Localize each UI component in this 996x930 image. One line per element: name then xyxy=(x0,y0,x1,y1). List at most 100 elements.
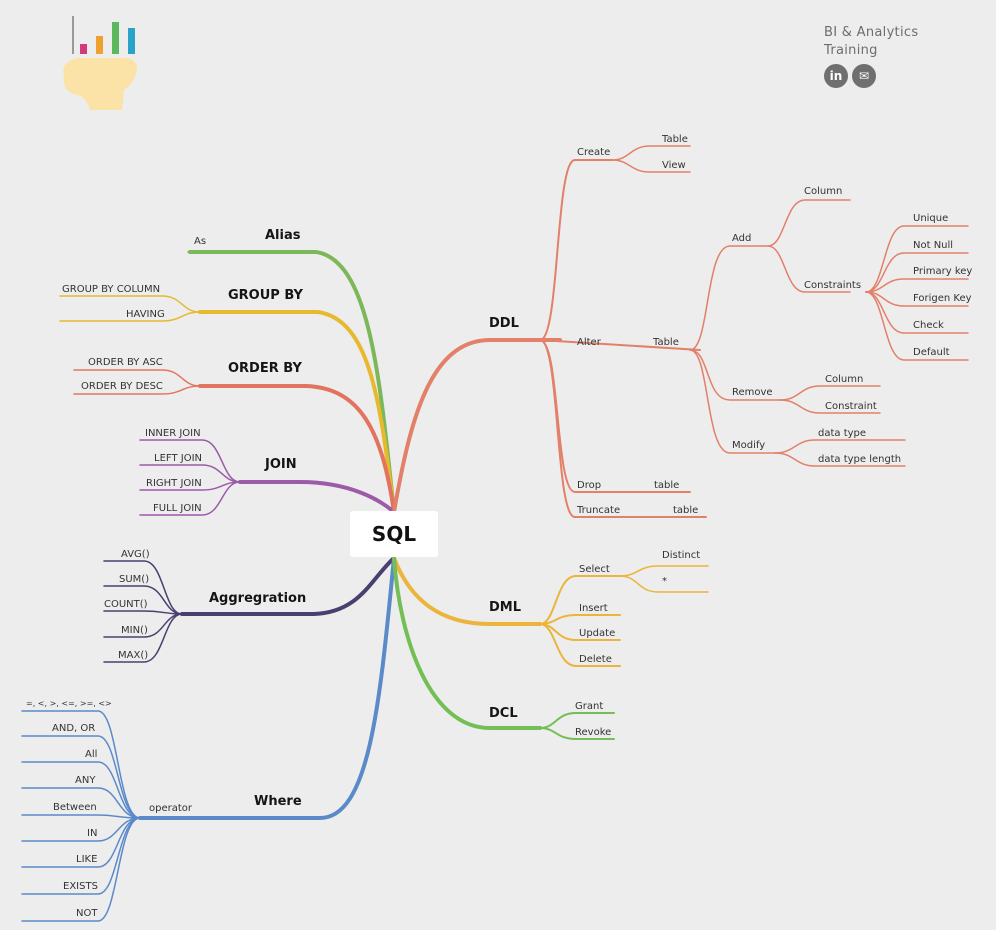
edge-join-leaf-3 xyxy=(139,481,241,516)
order-by-leaf-asc: ORDER BY ASC xyxy=(88,357,163,368)
logo-bar-4 xyxy=(128,28,135,54)
where-leaf-and-or: AND, OR xyxy=(52,723,95,734)
logo-axis xyxy=(72,16,74,54)
ddl-add-column: Column xyxy=(804,186,842,197)
constraint-unique: Unique xyxy=(913,213,948,224)
edge-group-by xyxy=(198,310,396,514)
where-leaf-between: Between xyxy=(53,802,97,813)
center-node-label: SQL xyxy=(371,522,417,546)
group-by-leaf-having: HAVING xyxy=(126,309,165,320)
constraint-not-null: Not Null xyxy=(913,240,953,251)
ddl-create-table: Table xyxy=(661,134,688,145)
ddl-modify-label: Modify xyxy=(732,440,765,451)
edge-where-leaf-3 xyxy=(21,787,141,819)
edge-dcl-item-1 xyxy=(539,727,615,740)
edge-order-by xyxy=(198,384,396,514)
where-leaf-exists: EXISTS xyxy=(63,881,98,892)
edge-ddl-create-leaf-1 xyxy=(611,159,691,173)
edge-ddl-alter xyxy=(539,339,701,351)
branch-dcl-label: DCL xyxy=(489,706,518,721)
where-leaf-like: LIKE xyxy=(76,854,97,865)
edge-ddl-create-leaf-0 xyxy=(611,145,691,161)
dml-select-star: * xyxy=(662,576,667,587)
branch-order-by-label: ORDER BY xyxy=(228,361,302,376)
order-by-leaf-desc: ORDER BY DESC xyxy=(81,381,163,392)
dcl-revoke: Revoke xyxy=(575,727,611,738)
branch-dml-label: DML xyxy=(489,600,521,615)
branch-alias-label: Alias xyxy=(265,228,301,243)
edge-where-leaf-5 xyxy=(21,817,141,842)
edge-ddl-constraint-leaf-1 xyxy=(865,252,969,293)
edge-agg-leaf-2 xyxy=(103,610,183,615)
logo-head-shape xyxy=(63,58,137,110)
edge-ddl-constraint-leaf-0 xyxy=(865,225,969,293)
ddl-truncate-label: Truncate xyxy=(576,505,620,516)
ddl-remove-label: Remove xyxy=(732,387,773,398)
join-leaf-inner: INNER JOIN xyxy=(145,428,201,439)
edge-dml-select-leaf-1 xyxy=(619,575,709,593)
where-operator-label: operator xyxy=(149,803,193,814)
edge-dml-item-1 xyxy=(539,614,621,625)
branch-ddl-label: DDL xyxy=(489,316,519,331)
agg-leaf-count: COUNT() xyxy=(104,599,148,610)
ddl-modify-data-type: data type xyxy=(818,428,866,439)
agg-leaf-sum: SUM() xyxy=(119,574,149,585)
constraint-check: Check xyxy=(913,320,944,331)
ddl-modify-data-type-length: data type length xyxy=(818,454,901,465)
constraint-default: Default xyxy=(913,347,950,358)
edge-ddl-modify-leaf-1 xyxy=(774,452,906,467)
ddl-create-view: View xyxy=(662,160,686,171)
dml-select-distinct: Distinct xyxy=(662,550,700,561)
edge-ddl-modify xyxy=(689,349,776,454)
edge-where-leaf-0 xyxy=(21,710,141,819)
edge-dcl xyxy=(392,556,542,730)
where-leaf-in: IN xyxy=(87,828,97,839)
linkedin-icon[interactable]: in xyxy=(824,64,848,88)
edge-dml xyxy=(392,556,542,626)
brand-name: BI & Analytics Training xyxy=(824,24,944,60)
mind-map-edges xyxy=(21,145,969,922)
edge-group-by-leaf-0 xyxy=(59,295,201,313)
mind-map-labels: Alias As GROUP BY GROUP BY COLUMN HAVING… xyxy=(26,134,972,919)
edge-join-leaf-0 xyxy=(139,439,241,483)
ddl-remove-constraint: Constraint xyxy=(825,401,877,412)
mail-icon[interactable]: ✉ xyxy=(852,64,876,88)
alias-leaf-as: As xyxy=(194,236,206,247)
ddl-remove-column: Column xyxy=(825,374,863,385)
ddl-add-constraints: Constraints xyxy=(804,280,861,291)
edge-ddl-drop xyxy=(539,339,691,493)
logo-bar-3 xyxy=(112,22,119,54)
logo xyxy=(63,16,137,110)
edge-dml-select-leaf-0 xyxy=(619,565,709,577)
edge-where-leaf-8 xyxy=(21,817,141,922)
branch-where-label: Where xyxy=(254,794,302,809)
dml-select-label: Select xyxy=(579,564,610,575)
dcl-grant: Grant xyxy=(575,701,603,712)
edge-ddl-add-leaf-0 xyxy=(767,199,851,247)
branch-join-label: JOIN xyxy=(264,457,297,472)
branch-group-by-label: GROUP BY xyxy=(228,288,304,303)
dml-delete: Delete xyxy=(579,654,612,665)
social-links: in ✉ xyxy=(824,64,876,88)
where-leaf-all: All xyxy=(85,749,97,760)
ddl-create-label: Create xyxy=(577,147,610,158)
edge-ddl-remove-leaf-0 xyxy=(779,385,881,401)
edge-dml-item-3 xyxy=(539,623,621,667)
ddl-add-label: Add xyxy=(732,233,751,244)
logo-bar-1 xyxy=(80,44,87,54)
edge-where-leaf-1 xyxy=(21,735,141,819)
agg-leaf-max: MAX() xyxy=(118,650,148,661)
center-node-sql: SQL xyxy=(350,511,438,557)
dml-insert: Insert xyxy=(579,603,608,614)
edge-where-leaf-2 xyxy=(21,761,141,819)
edge-join xyxy=(238,480,396,514)
agg-leaf-min: MIN() xyxy=(121,625,148,636)
edge-ddl-modify-leaf-0 xyxy=(774,439,906,454)
edge-agg-leaf-0 xyxy=(103,560,183,615)
edge-order-by-leaf-1 xyxy=(73,385,201,395)
join-leaf-left: LEFT JOIN xyxy=(154,453,202,464)
edge-dml-item-0 xyxy=(539,575,621,625)
ddl-drop-label: Drop xyxy=(577,480,601,491)
logo-bar-2 xyxy=(96,36,103,54)
edge-where-leaf-4 xyxy=(21,814,141,819)
